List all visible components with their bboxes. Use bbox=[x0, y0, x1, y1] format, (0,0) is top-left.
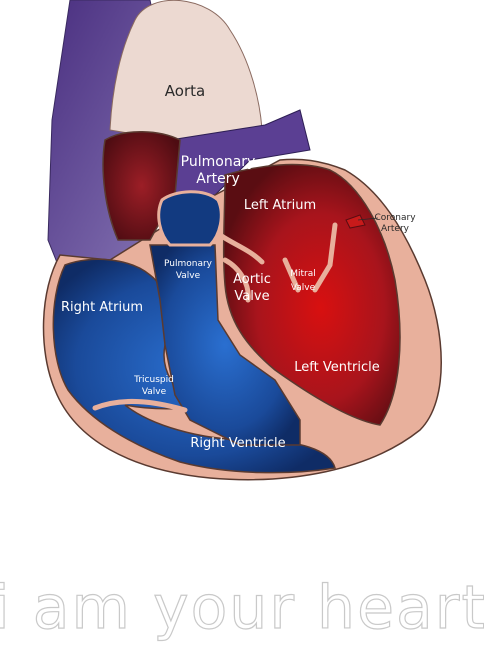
label-right-atrium: Right Atrium bbox=[61, 300, 143, 315]
label-aortic-valve-line2: Valve bbox=[234, 289, 269, 304]
label-left-atrium: Left Atrium bbox=[244, 198, 316, 213]
tricuspid-valve bbox=[92, 399, 188, 413]
coronary-artery-pointer bbox=[357, 217, 379, 221]
label-left-ventricle: Left Ventricle bbox=[294, 360, 380, 375]
right-ventricle-outflow bbox=[149, 244, 301, 446]
label-pulmonary-valve-line2: Valve bbox=[176, 271, 201, 281]
label-coronary-artery-line2: Artery bbox=[381, 224, 410, 234]
label-aorta: Aorta bbox=[165, 82, 205, 100]
label-right-ventricle: Right Ventricle bbox=[190, 436, 285, 451]
coronary-artery bbox=[345, 214, 366, 229]
label-pulmonary-artery-line2: Artery bbox=[196, 171, 239, 187]
mitral-valve bbox=[282, 222, 338, 293]
label-tricuspid-valve-line1: Tricuspid bbox=[133, 375, 174, 385]
label-pulmonary-valve-line1: Pulmonary bbox=[164, 259, 213, 269]
aorta bbox=[109, 0, 263, 146]
left-chambers bbox=[222, 163, 401, 426]
label-pulmonary-artery-line1: Pulmonary bbox=[181, 154, 256, 170]
pulmonary-valve-shape bbox=[157, 190, 223, 247]
aortic-valve-shape bbox=[217, 232, 265, 303]
caption: i am your heart bbox=[0, 573, 484, 643]
label-aortic-valve-line1: Aortic bbox=[233, 272, 271, 287]
label-mitral-valve-line2: Valve bbox=[291, 283, 316, 293]
label-coronary-artery-line1: Coronary bbox=[374, 213, 416, 223]
label-mitral-valve-line1: Mitral bbox=[290, 269, 316, 279]
label-tricuspid-valve-line2: Valve bbox=[142, 387, 167, 397]
